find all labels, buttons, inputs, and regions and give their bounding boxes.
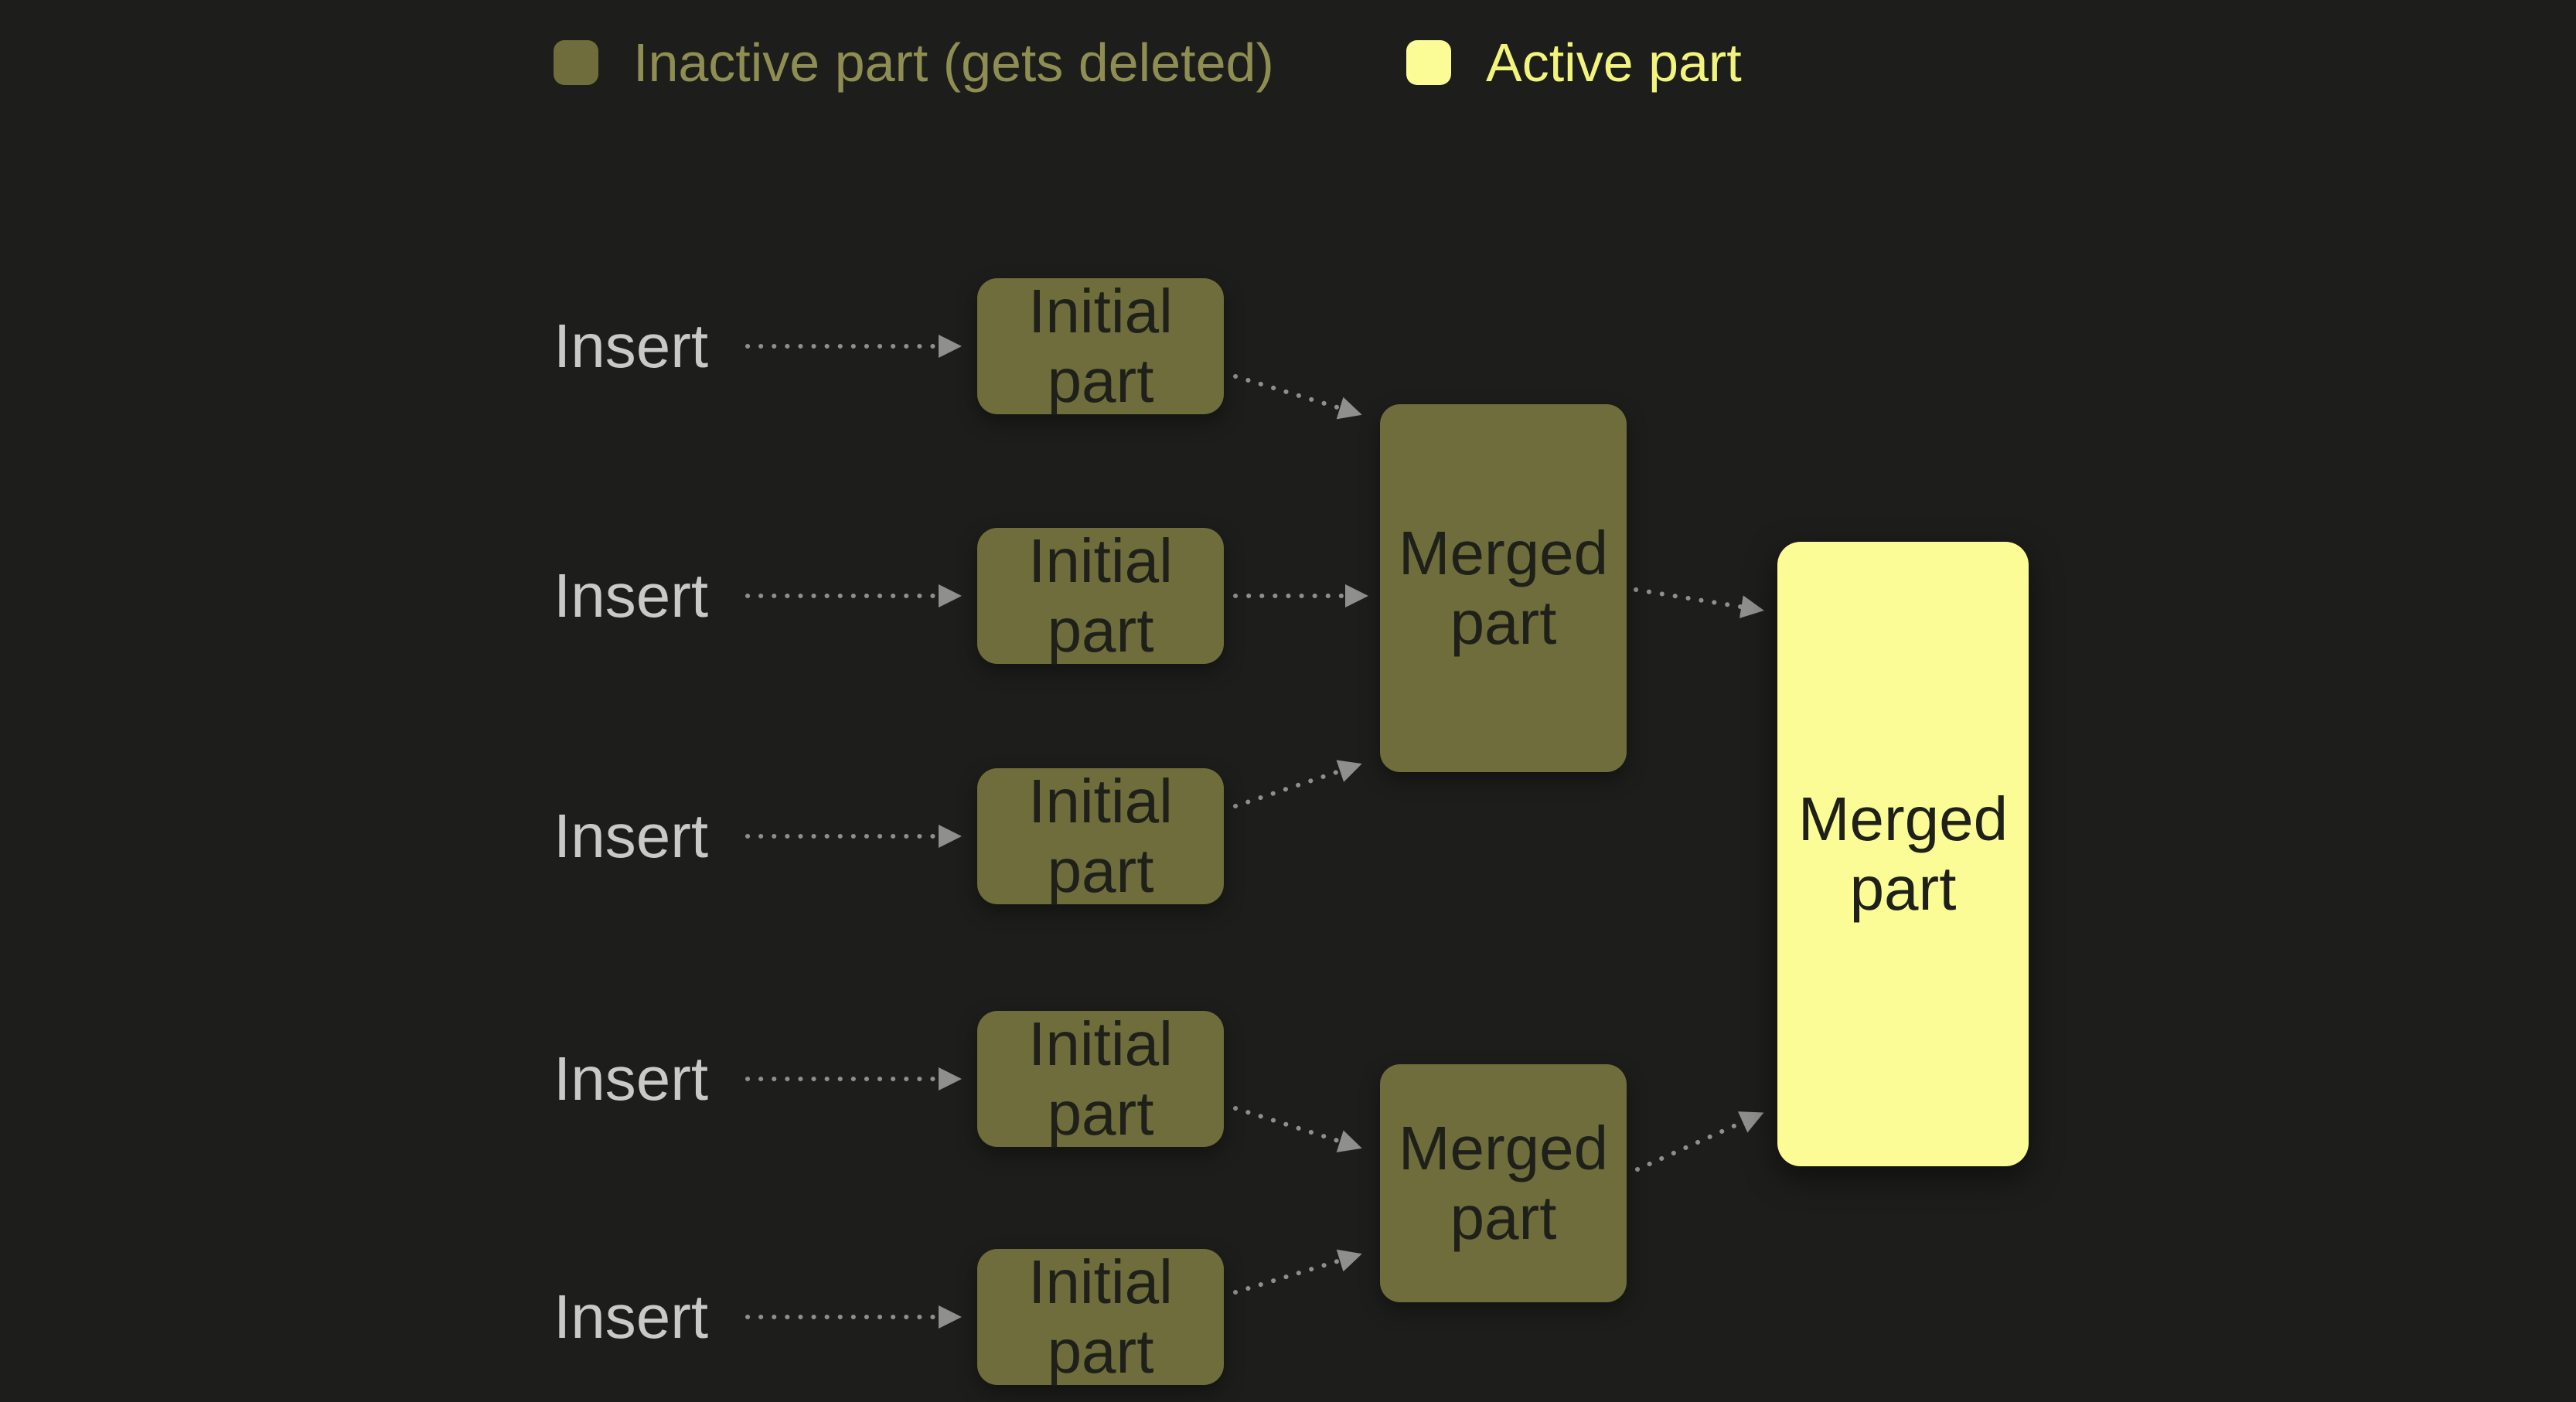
merged-part-node-final: Merged part <box>1777 542 2029 1166</box>
active-swatch-icon <box>1406 40 1451 85</box>
initial-part-node-5: Initial part <box>977 1247 1224 1386</box>
insert-label-2: Insert <box>554 561 709 630</box>
initial-part-node-2: Initial part <box>977 526 1224 665</box>
legend-label-active: Active part <box>1486 32 1742 93</box>
insert-label-1: Insert <box>554 311 709 380</box>
arrow-merged1-to-final <box>1634 587 1764 618</box>
initial-part-node-1: Initial part <box>977 277 1224 415</box>
merged-part-node-1: Merged part <box>1380 404 1627 772</box>
arrow-initial5-to-merged2 <box>1233 1249 1362 1295</box>
legend-item-inactive: Inactive part (gets deleted) <box>554 30 1274 95</box>
insert-label-4: Insert <box>554 1044 709 1113</box>
legend-label-inactive: Inactive part (gets deleted) <box>633 32 1274 93</box>
initial-part-node-3: Initial part <box>977 767 1224 905</box>
insert-label-5: Insert <box>554 1282 709 1351</box>
initial-part-node-4: Initial part <box>977 1009 1224 1148</box>
inactive-swatch-icon <box>554 40 598 85</box>
arrow-initial3-to-merged1 <box>1233 760 1362 808</box>
arrow-merged2-to-final <box>1635 1111 1764 1172</box>
legend-item-active: Active part <box>1406 30 1742 95</box>
merged-part-node-2: Merged part <box>1380 1064 1627 1302</box>
insert-label-3: Insert <box>554 801 709 870</box>
arrow-initial1-to-merged1 <box>1233 374 1362 420</box>
arrow-initial4-to-merged2 <box>1233 1106 1362 1153</box>
